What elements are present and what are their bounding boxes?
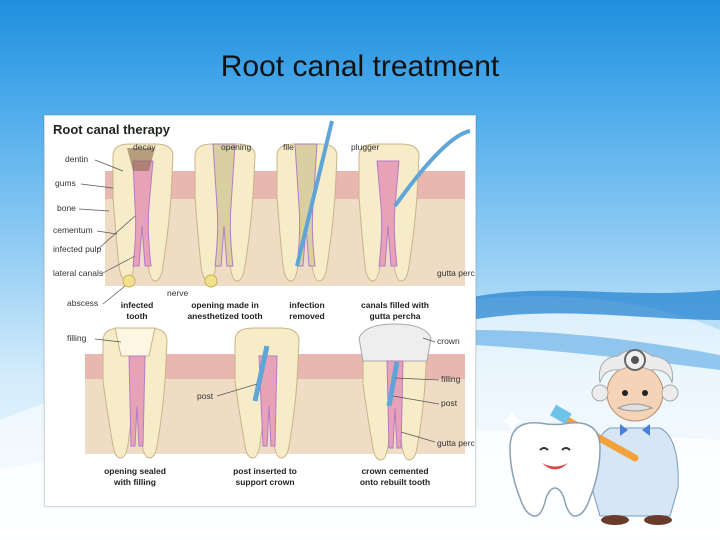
tooth-crown — [358, 323, 432, 461]
plugger-instrument — [393, 129, 471, 208]
label-filling-right: filling — [441, 374, 461, 384]
diagram-panel: Root canal therapy — [44, 115, 476, 507]
diagram-heading: Root canal therapy — [53, 122, 171, 137]
label-gums: gums — [55, 178, 76, 188]
root-canal-diagram: Root canal therapy — [53, 120, 475, 487]
label-bone: bone — [57, 203, 76, 213]
caption-5-line2: with filling — [113, 477, 156, 487]
label-post-mid: post — [197, 391, 214, 401]
label-nerve: nerve — [167, 288, 189, 298]
tooth-plugger — [358, 129, 471, 282]
caption-7-line1: crown cemented — [361, 466, 428, 476]
slide-title: Root canal treatment — [220, 50, 500, 83]
caption-6-line2: support crown — [235, 477, 294, 487]
tooth-filling — [102, 327, 168, 459]
label-post-right: post — [441, 398, 458, 408]
label-decay: decay — [133, 142, 156, 152]
caption-1-line1: infected — [121, 300, 154, 310]
caption-4-line1: canals filled with — [361, 300, 429, 310]
label-gutta-percha-top: gutta percha — [437, 268, 475, 278]
tooth-opening — [194, 143, 256, 288]
caption-5-line1: opening sealed — [104, 466, 166, 476]
dentist-cartoon-icon — [501, 349, 679, 525]
caption-2-line2: anesthetized tooth — [187, 311, 262, 321]
caption-3-line2: removed — [289, 311, 324, 321]
label-plugger: plugger — [351, 142, 380, 152]
post-rod — [252, 345, 270, 402]
label-opening: opening — [221, 142, 252, 152]
tooth-post — [234, 327, 300, 459]
label-abscess: abscess — [67, 298, 98, 308]
label-dentin: dentin — [65, 154, 88, 164]
caption-1-line2: tooth — [126, 311, 147, 321]
file-instrument — [295, 120, 334, 267]
label-filling-left: filling — [67, 333, 87, 343]
label-gutta-percha-right: gutta percha — [437, 438, 475, 448]
caption-6-line1: post inserted to — [233, 466, 297, 476]
tooth-infected — [112, 143, 174, 288]
caption-4-line2: gutta percha — [369, 311, 420, 321]
label-lateral-canals: lateral canals — [53, 268, 103, 278]
label-cementum: cementum — [53, 225, 93, 235]
label-file: file — [283, 142, 294, 152]
label-crown: crown — [437, 336, 460, 346]
caption-7-line2: onto rebuilt tooth — [360, 477, 430, 487]
tooth-file — [276, 120, 338, 282]
caption-3-line1: infection — [289, 300, 324, 310]
label-infected-pulp: infected pulp — [53, 244, 101, 254]
caption-2-line1: opening made in — [191, 300, 259, 310]
